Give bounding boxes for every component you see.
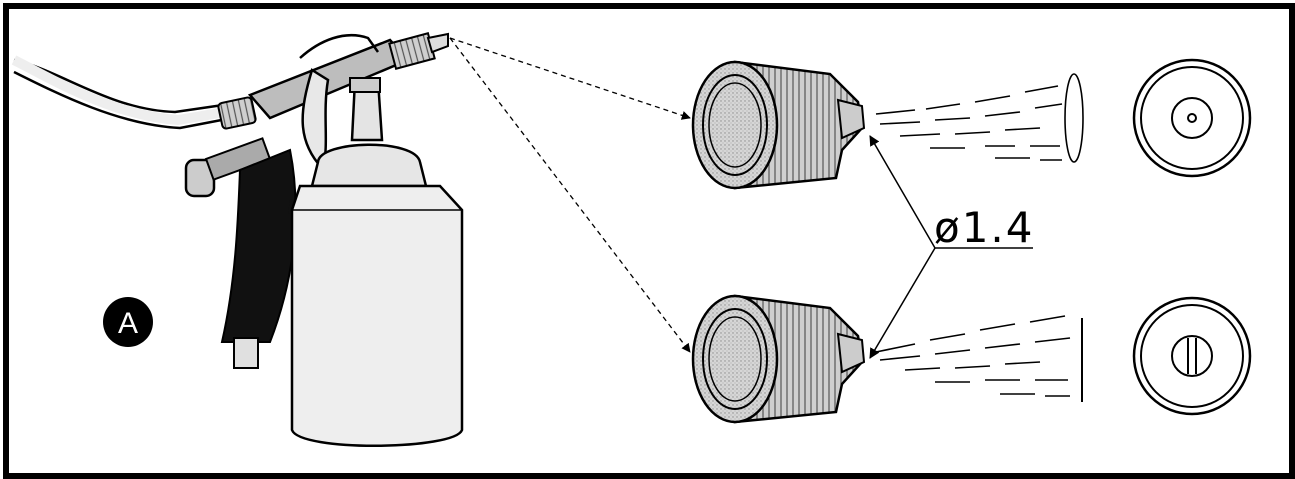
badge-a: A xyxy=(103,297,153,347)
flat-spray-pattern xyxy=(875,315,1083,402)
nozzle-cap-icon xyxy=(691,294,866,424)
round-orifice-icon xyxy=(1132,58,1252,178)
leader-lines xyxy=(449,37,691,353)
slot-orifice-icon xyxy=(1132,296,1252,416)
badge-label: A xyxy=(118,307,138,340)
nozzle-cap-icon xyxy=(691,60,866,190)
nozzle-diameter-label: ø1.4 xyxy=(934,203,1035,252)
spray-gun-icon xyxy=(11,32,464,447)
round-spray-pattern xyxy=(875,73,1084,163)
diameter-callout: ø1.4 xyxy=(869,135,1035,359)
